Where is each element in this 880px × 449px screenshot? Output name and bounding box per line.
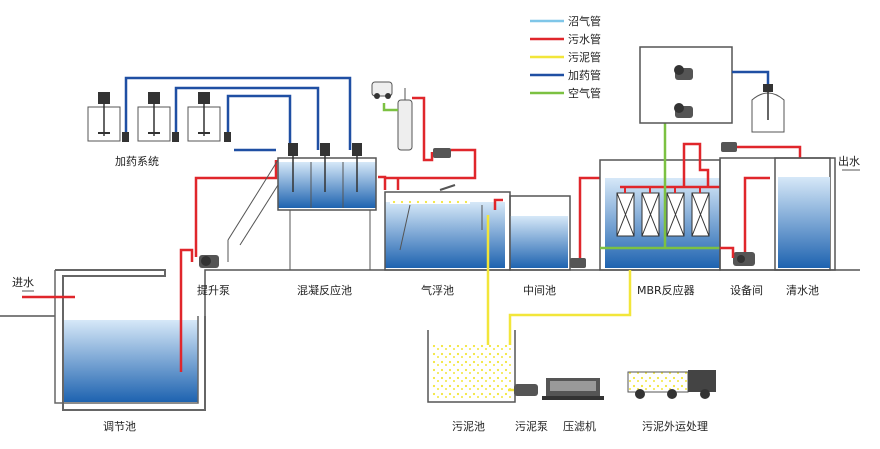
legend-label: 加药管: [568, 68, 601, 82]
clear-water-tank: 出水 清水池: [774, 154, 860, 297]
legend-label: 沼气管: [568, 14, 601, 28]
outlet-label: 出水: [838, 154, 860, 168]
dosing-label: 加药系统: [115, 155, 159, 168]
dosing-system: 加药系统: [87, 76, 352, 168]
sludge-tank: 污泥池: [427, 330, 516, 433]
adjust-tank: 进水 调节池: [12, 269, 206, 433]
filter-press-label: 压滤机: [563, 419, 596, 433]
dosing-pipes: [124, 76, 352, 152]
coag-label: 混凝反应池: [297, 283, 352, 297]
dosing-tank-3: [187, 92, 231, 142]
adjust-tank-label: 调节池: [103, 420, 136, 433]
legend-item-sludge: 污泥管: [530, 50, 601, 64]
sludge-transport-label: 污泥外运处理: [642, 420, 708, 433]
dosing-tank-1: [87, 92, 129, 142]
blower-1: [674, 65, 693, 80]
coagulation-tank: 混凝反应池: [227, 143, 387, 297]
sludge-pump: 污泥泵: [514, 384, 548, 433]
filter-press: 压滤机: [542, 378, 604, 433]
mbr-reactor: MBR反应器: [599, 60, 721, 297]
sludge-system: 污泥池 污泥泵 压滤机 污泥外运处理: [427, 215, 716, 433]
inlet-label: 进水: [12, 276, 34, 289]
legend-item-sewage: 污水管: [530, 32, 601, 46]
blower-house: [639, 46, 733, 124]
intermediate-tank: 中间池: [493, 176, 600, 297]
clear-label: 清水池: [786, 284, 819, 297]
equipment-label: 设备间: [730, 283, 763, 297]
sludge-pump-label: 污泥泵: [515, 420, 548, 433]
flotation-tank: 气浮池: [371, 81, 511, 297]
legend-label: 空气管: [568, 86, 601, 100]
intermediate-label: 中间池: [523, 284, 556, 297]
legend-item-dosing: 加药管: [530, 68, 601, 82]
legend: 沼气管 污水管 污泥管 加药管 空气管: [530, 14, 601, 100]
dissolved-air-tank: [371, 81, 413, 151]
blower-2: [674, 103, 693, 118]
lift-pump: 提升泵: [179, 160, 278, 372]
air-compressor: [371, 81, 393, 99]
legend-item-biogas: 沼气管: [530, 14, 601, 28]
dosing-tank-2: [137, 92, 179, 142]
legend-label: 污水管: [568, 32, 601, 46]
legend-label: 污泥管: [568, 50, 601, 64]
sludge-tank-label: 污泥池: [452, 420, 485, 433]
lift-pump-label: 提升泵: [197, 284, 230, 297]
legend-item-air: 空气管: [530, 86, 601, 100]
dosing-drum: [732, 70, 785, 133]
mbr-label: MBR反应器: [637, 283, 695, 297]
flotation-label: 气浮池: [421, 283, 454, 297]
sludge-truck: 污泥外运处理: [627, 370, 716, 433]
